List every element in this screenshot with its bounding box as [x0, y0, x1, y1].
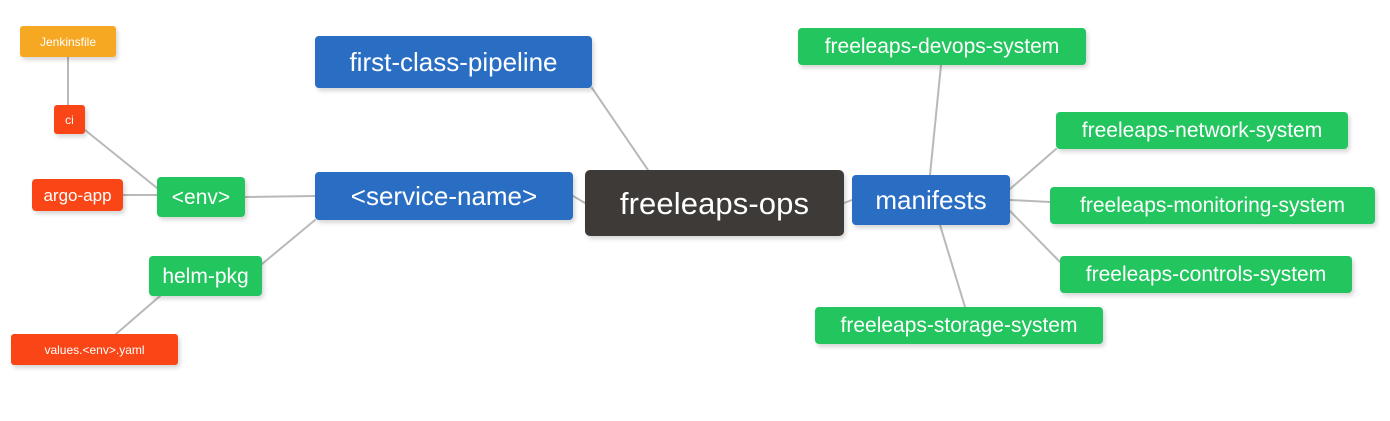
mindmap-node-label: argo-app [43, 185, 112, 205]
mindmap-node-label: freeleaps-monitoring-system [1080, 194, 1345, 217]
mindmap-node-label: ci [65, 112, 74, 127]
mindmap-node-freeleaps-controls-system[interactable]: freeleaps-controls-system [1060, 256, 1352, 293]
mindmap-node-label: freeleaps-devops-system [824, 35, 1060, 58]
edge-ops-pipeline [591, 87, 649, 171]
edge-manifests-monitoring [1009, 199, 1051, 203]
mindmap-node-freeleaps-network-system[interactable]: freeleaps-network-system [1056, 112, 1348, 149]
mindmap-node-label: helm-pkg [162, 264, 249, 288]
edge-helm-values [115, 295, 161, 335]
mindmap-node-manifests[interactable]: manifests [852, 175, 1010, 225]
mindmap-node-label: freeleaps-storage-system [840, 314, 1078, 337]
mindmap-node-argo-app[interactable]: argo-app [32, 179, 123, 211]
mindmap-node-label: <service-name> [350, 181, 538, 211]
mindmap-node-freeleaps-monitoring-system[interactable]: freeleaps-monitoring-system [1050, 187, 1375, 224]
mindmap-node-label: <env> [171, 185, 231, 209]
mindmap-node-ci[interactable]: ci [54, 105, 85, 134]
mindmap-node-label: Jenkinsfile [39, 34, 97, 49]
mindmap-node-label: manifests [875, 185, 987, 215]
mindmap-node-label: values.<env>.yaml [44, 342, 145, 357]
mindmap-node-freeleaps-storage-system[interactable]: freeleaps-storage-system [815, 307, 1103, 344]
mindmap-node-label: freeleaps-network-system [1081, 119, 1323, 142]
edge-ops-manifests [843, 199, 853, 204]
mindmap-node-env[interactable]: <env> [157, 177, 245, 217]
mindmap-node-first-class-pipeline[interactable]: first-class-pipeline [315, 36, 592, 88]
mindmap-node-freeleaps-devops-system[interactable]: freeleaps-devops-system [798, 28, 1086, 65]
edge-ops-service [572, 195, 586, 204]
edge-manifests-storage [939, 224, 966, 308]
mindmap-node-helm-pkg[interactable]: helm-pkg [149, 256, 262, 296]
mindmap-node-freeleaps-ops[interactable]: freeleaps-ops [585, 170, 844, 236]
edge-service-helm [261, 219, 316, 265]
mindmap-node-jenkinsfile[interactable]: Jenkinsfile [20, 26, 116, 57]
mindmap-node-label: first-class-pipeline [349, 47, 558, 77]
mindmap-node-values-env-yaml[interactable]: values.<env>.yaml [11, 334, 178, 365]
edge-manifests-network [1009, 148, 1057, 190]
mindmap-node-label: freeleaps-ops [619, 185, 810, 221]
edge-service-env [244, 195, 316, 198]
mindmap-node-service-name[interactable]: <service-name> [315, 172, 573, 220]
edge-manifests-devops [929, 64, 942, 176]
mindmap-node-label: freeleaps-controls-system [1085, 263, 1327, 286]
